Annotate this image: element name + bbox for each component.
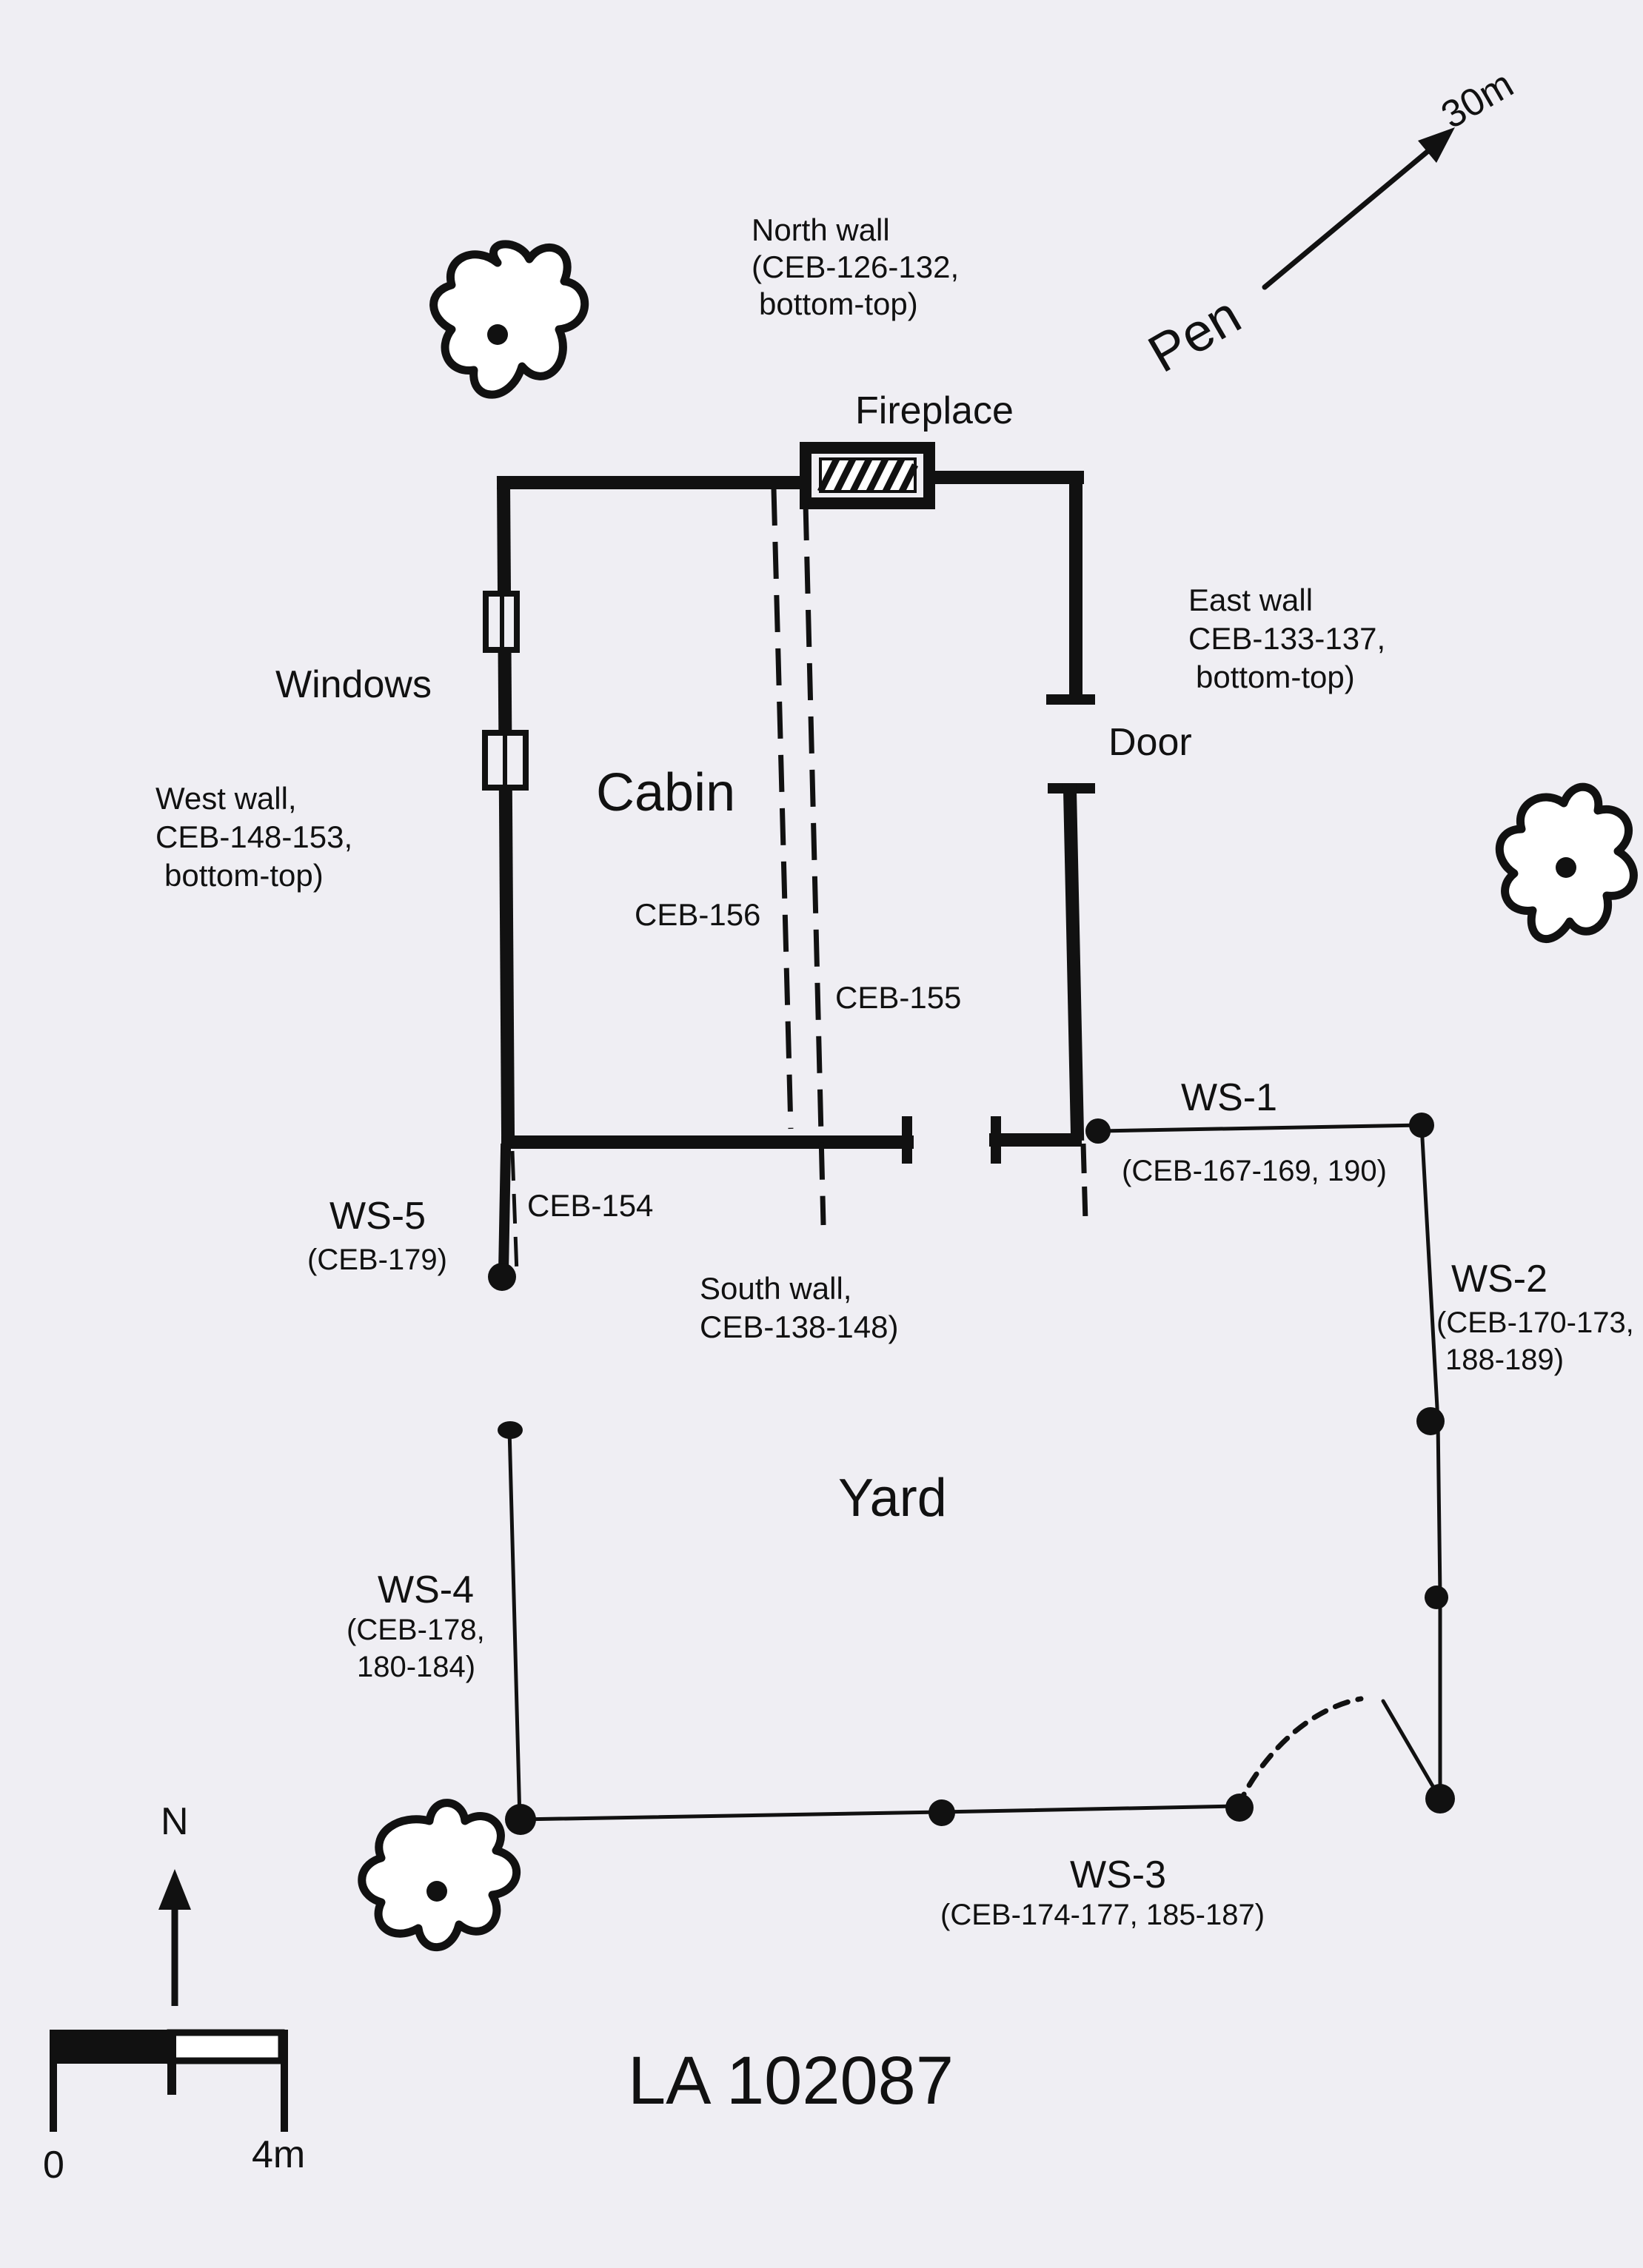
fence-posts [488, 1113, 1455, 1835]
ws2-label: WS-2 (CEB-170-173, 188-189) [1436, 1258, 1637, 1376]
tree-icon-east [1495, 782, 1638, 943]
north-arrow-label: N [161, 1800, 189, 1843]
east-wall-label: East wall CEB-133-137, bottom-top) [1188, 583, 1394, 694]
ceb-156-label: CEB-156 [635, 897, 760, 932]
pen-direction-arrow [1262, 127, 1455, 290]
yard-label: Yard [838, 1469, 947, 1528]
worm-fence [507, 1123, 1442, 1822]
window-icon-lower [482, 730, 529, 791]
window-icon-upper [483, 591, 520, 653]
scale-start-label: 0 [43, 2144, 64, 2187]
fireplace-label: Fireplace [855, 389, 1014, 432]
ws1-label: WS-1 (CEB-167-169, 190) [1122, 1076, 1387, 1187]
west-wall-label: West wall, CEB-148-153, bottom-top) [155, 781, 361, 893]
tree-icon-northwest [429, 240, 589, 399]
north-arrow-icon [158, 1869, 191, 2006]
pen-label: Pen [1139, 286, 1251, 384]
cabin-walls [496, 471, 1095, 1278]
scale-end-label: 4m [252, 2133, 305, 2176]
south-wall-label: South wall, CEB-138-148) [700, 1271, 898, 1344]
cabin-label: Cabin [596, 763, 735, 822]
pen-distance-label: 30m [1434, 63, 1521, 138]
scale-bar [50, 2029, 288, 2132]
site-id-title: LA 102087 [628, 2043, 954, 2118]
profile-lines [510, 488, 1088, 1274]
ws3-label: WS-3 (CEB-174-177, 185-187) [940, 1853, 1265, 1931]
ceb-155-label: CEB-155 [835, 980, 961, 1015]
door-label: Door [1108, 721, 1192, 764]
fireplace-icon [800, 442, 935, 509]
north-wall-label: North wall (CEB-126-132, bottom-top) [752, 212, 968, 321]
ws5-label: WS-5 (CEB-179) [307, 1195, 447, 1276]
ceb-154-label: CEB-154 [527, 1188, 653, 1223]
windows-label: Windows [275, 663, 432, 706]
tree-icon-southwest [358, 1799, 521, 1952]
ws4-label: WS-4 (CEB-178, 180-184) [347, 1569, 488, 1683]
